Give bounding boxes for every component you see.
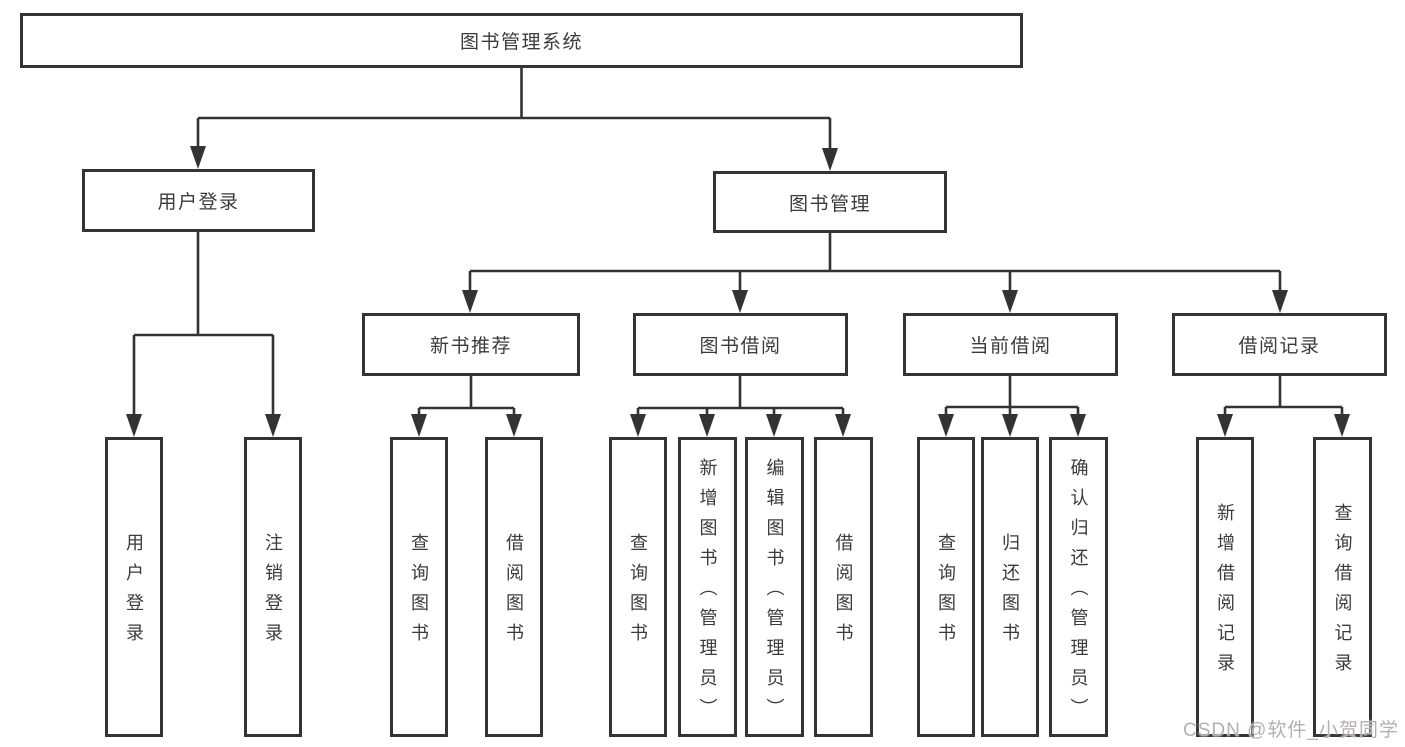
node-leaf-add-book-admin: 新增图书（管理员） xyxy=(678,437,737,737)
node-book-borrow: 图书借阅 xyxy=(633,313,848,376)
node-leaf-user-login-label: 用户登录 xyxy=(124,533,144,653)
node-borrow-records: 借阅记录 xyxy=(1172,313,1387,376)
node-leaf-borrow-book-1-label: 借阅图书 xyxy=(504,533,524,653)
node-leaf-add-borrow-record-label: 新增借阅记录 xyxy=(1215,503,1235,683)
node-book-management-label: 图书管理 xyxy=(788,193,871,215)
node-new-book-recommend: 新书推荐 xyxy=(362,313,580,376)
node-borrow-records-label: 借阅记录 xyxy=(1238,336,1321,357)
node-leaf-borrow-book-1: 借阅图书 xyxy=(485,437,543,737)
node-current-borrow: 当前借阅 xyxy=(903,313,1118,376)
node-user-login: 用户登录 xyxy=(82,169,315,232)
node-leaf-query-book-2: 查询图书 xyxy=(609,437,667,737)
node-book-borrow-label: 图书借阅 xyxy=(699,336,782,357)
node-leaf-return-book: 归还图书 xyxy=(981,437,1039,737)
node-leaf-query-borrow-record-label: 查询借阅记录 xyxy=(1332,503,1353,683)
node-book-management: 图书管理 xyxy=(713,171,947,233)
node-root-label: 图书管理系统 xyxy=(459,32,583,53)
node-leaf-add-book-admin-label: 新增图书（管理员） xyxy=(697,458,718,728)
node-leaf-confirm-return-admin: 确认归还（管理员） xyxy=(1049,437,1108,737)
node-current-borrow-label: 当前借阅 xyxy=(969,336,1052,357)
node-leaf-query-borrow-record: 查询借阅记录 xyxy=(1313,437,1372,737)
node-leaf-user-login: 用户登录 xyxy=(105,437,163,737)
csdn-watermark: CSDN @软件_小贺同学 xyxy=(1183,720,1399,741)
node-leaf-query-book-1: 查询图书 xyxy=(390,437,448,737)
node-leaf-return-book-label: 归还图书 xyxy=(1000,533,1020,653)
node-leaf-query-book-3-label: 查询图书 xyxy=(936,533,956,653)
node-leaf-logout-label: 注销登录 xyxy=(263,533,283,653)
node-leaf-logout: 注销登录 xyxy=(244,437,302,737)
node-user-login-label: 用户登录 xyxy=(157,192,240,213)
node-leaf-query-book-2-label: 查询图书 xyxy=(628,533,648,653)
arrowhead-icons xyxy=(126,146,1350,437)
node-leaf-add-borrow-record: 新增借阅记录 xyxy=(1196,437,1254,737)
node-leaf-edit-book-admin-label: 编辑图书（管理员） xyxy=(764,458,785,728)
node-new-book-recommend-label: 新书推荐 xyxy=(429,336,512,357)
node-leaf-edit-book-admin: 编辑图书（管理员） xyxy=(745,437,804,737)
node-leaf-confirm-return-admin-label: 确认归还（管理员） xyxy=(1068,458,1089,728)
node-leaf-borrow-book-2-label: 借阅图书 xyxy=(833,533,854,653)
node-leaf-query-book-3: 查询图书 xyxy=(917,437,975,737)
node-leaf-query-book-1-label: 查询图书 xyxy=(409,533,429,653)
node-root: 图书管理系统 xyxy=(20,13,1023,68)
node-leaf-borrow-book-2: 借阅图书 xyxy=(814,437,873,737)
